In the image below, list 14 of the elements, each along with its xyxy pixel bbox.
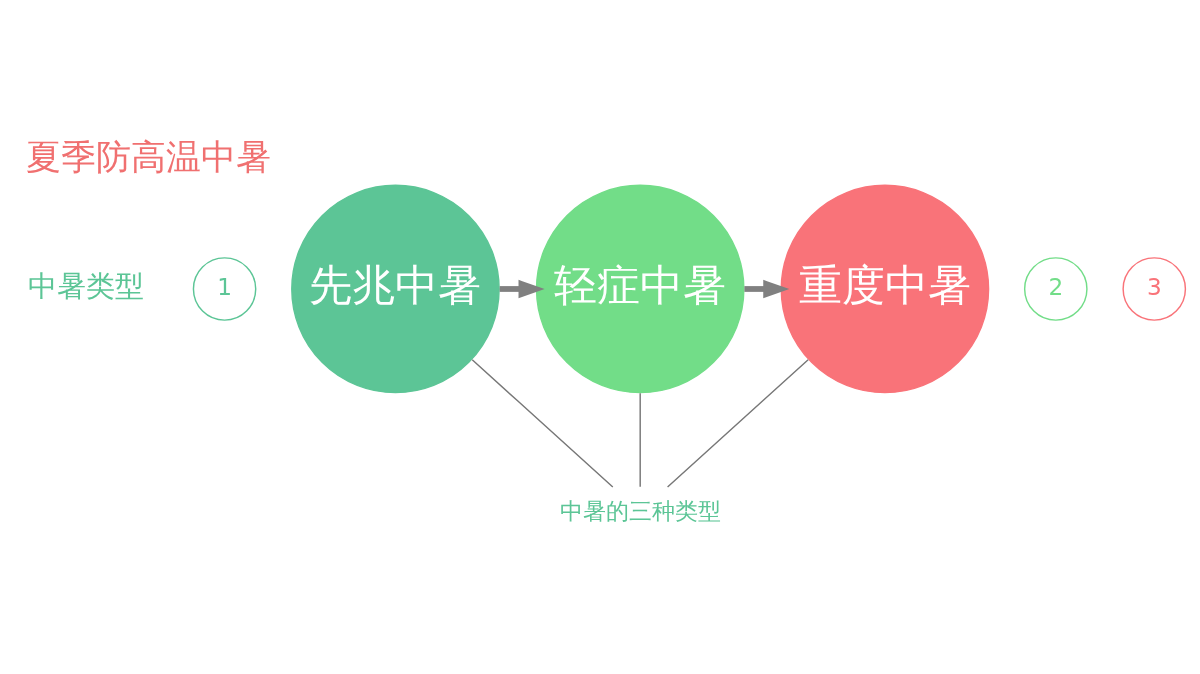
arrow: [744, 279, 790, 298]
connector: [639, 392, 641, 488]
connector: [666, 358, 809, 488]
arrow: [499, 279, 545, 298]
node-circle: 1: [192, 256, 257, 321]
connector: [471, 358, 614, 488]
node-circle: 轻症中暑: [535, 184, 745, 393]
node-text: 中暑的三种类型: [559, 497, 721, 524]
node-circle: 3: [1122, 256, 1187, 321]
node-circle: 先兆中暑: [291, 184, 500, 393]
node-circle: 2: [1023, 256, 1088, 321]
label: 中暑类型: [27, 268, 144, 303]
node-circle: 重度中暑: [780, 184, 990, 393]
diagram-title: 夏季防高温中暑: [26, 136, 272, 177]
